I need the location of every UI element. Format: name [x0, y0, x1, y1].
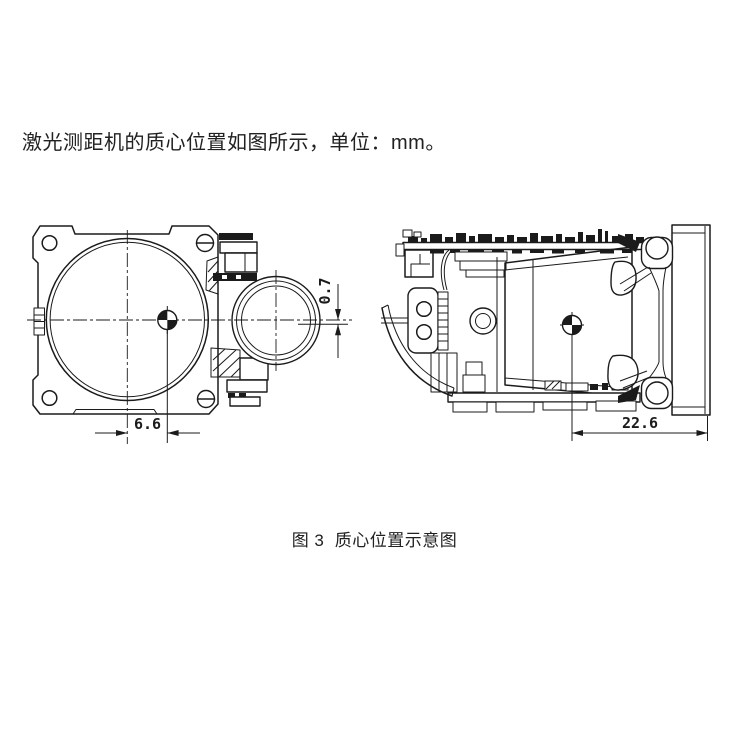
dim-0-7-label: 0.7 — [316, 277, 334, 304]
side-view: 22.6 — [381, 224, 711, 441]
intro-text: 激光测距机的质心位置如图所示，单位：mm。 — [22, 132, 446, 154]
front-view: 6.6 0.7 — [27, 225, 352, 444]
mount-flange — [607, 224, 711, 416]
centroid-mark-front — [157, 306, 178, 334]
front-dim-0-7: 0.7 — [298, 277, 348, 358]
front-upper-bracket — [205, 233, 258, 295]
screw-top-right — [195, 233, 215, 253]
centroid-mark-side — [560, 312, 584, 338]
dim-22-6-label: 22.6 — [622, 414, 658, 432]
screw-bottom-right — [196, 389, 216, 409]
front-lower-bracket — [210, 347, 269, 407]
figure-caption: 图 3 质心位置示意图 — [291, 531, 458, 550]
connector-block — [381, 287, 449, 354]
side-dim-22-6: 22.6 — [571, 334, 708, 441]
front-dim-6-6: 6.6 — [95, 330, 200, 443]
dim-6-6-label: 6.6 — [134, 415, 161, 433]
